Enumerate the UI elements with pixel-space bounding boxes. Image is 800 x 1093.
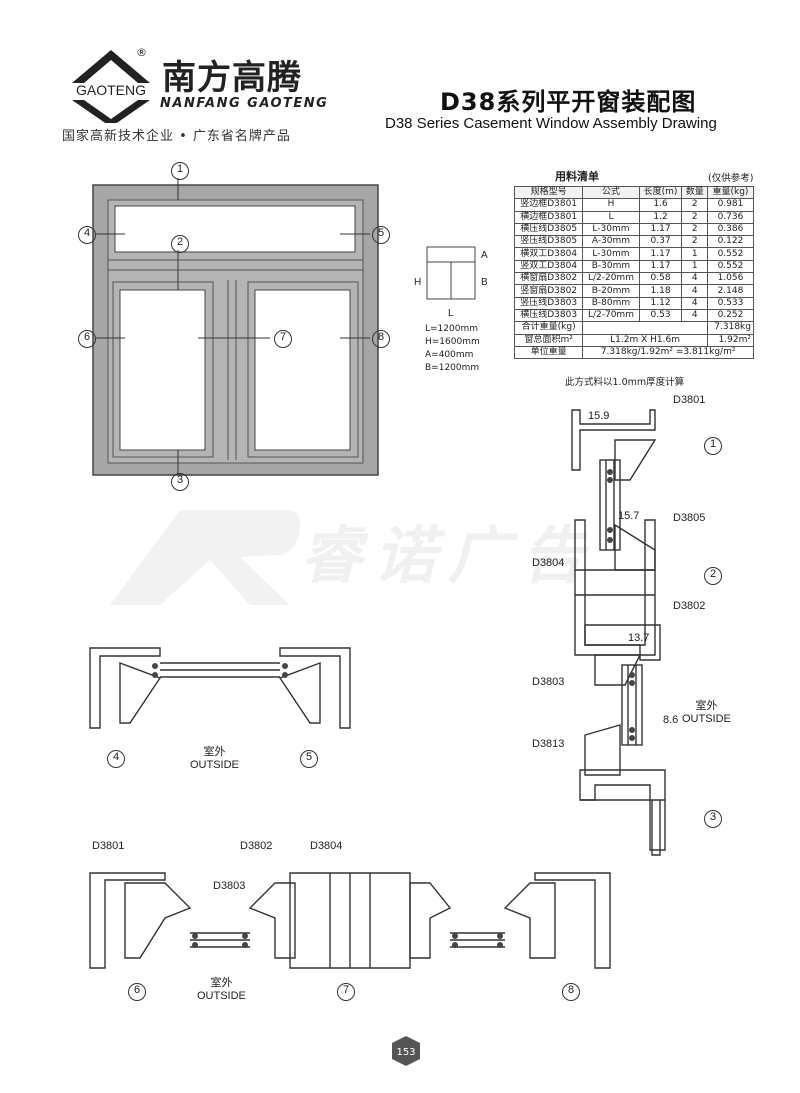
materials-title: 用料清单 (555, 170, 599, 183)
marker-8: 8 (372, 330, 390, 348)
section-marker-5: 5 (300, 750, 318, 768)
section-marker-7: 7 (337, 983, 355, 1001)
marker-2: 2 (171, 235, 189, 253)
section-marker-3: 3 (704, 810, 722, 828)
watermark-logo (110, 510, 301, 605)
brand-tagline: 国家高新技术企业 • 广东省名牌产品 (62, 129, 291, 144)
page-title-cn: D38系列平开窗装配图 (440, 88, 697, 116)
brand-name-cn: 南方高腾 (162, 58, 302, 98)
label-d3801-h: D3801 (92, 840, 125, 852)
marker-4: 4 (78, 226, 96, 244)
label-d3803-h: D3803 (213, 880, 246, 892)
marker-3: 3 (171, 473, 189, 491)
dim-8-6: 8.6 (663, 714, 679, 726)
schematic-dimensions: L=1200mm H=1600mm A=400mm B=1200mm (425, 324, 480, 373)
dim-13-7: 13.7 (628, 632, 650, 644)
dim-15-9: 15.9 (588, 410, 610, 422)
brand-name-en: NANFANG GAOTENG (160, 96, 329, 111)
schematic-L: L (448, 308, 454, 319)
dim-15-7: 15.7 (618, 510, 640, 522)
watermark: 睿诺广告 (300, 519, 597, 592)
schematic-A: A (481, 250, 488, 261)
label-d3804-h: D3804 (310, 840, 343, 852)
logo-text: GAOTENG (76, 82, 146, 98)
table-total-row: 合计重量(kg)7.318kg (513, 321, 755, 335)
page-number-badge: 153 (392, 1036, 420, 1066)
section-marker-2: 2 (704, 567, 722, 585)
registered-mark: ® (136, 46, 147, 59)
label-d3801-v: D3801 (673, 394, 706, 406)
materials-note: (仅供参考) (708, 173, 754, 184)
window-schematic (426, 246, 476, 300)
brand-logo: GAOTENG (72, 50, 150, 123)
label-d3802-v: D3802 (673, 600, 706, 612)
marker-7: 7 (274, 330, 292, 348)
label-d3804-v: D3804 (532, 557, 565, 569)
marker-1: 1 (171, 162, 189, 180)
label-d3805: D3805 (673, 512, 706, 524)
page-number: 153 (396, 1047, 415, 1058)
window-elevation (92, 178, 379, 476)
page-title-en: D38 Series Casement Window Assembly Draw… (385, 115, 717, 132)
marker-6: 6 (78, 330, 96, 348)
label-d3802-h: D3802 (240, 840, 273, 852)
schematic-H: H (414, 277, 422, 288)
label-d3813: D3813 (532, 738, 565, 750)
marker-5: 5 (372, 226, 390, 244)
vertical-section-drawing (571, 409, 666, 856)
schematic-B: B (481, 277, 488, 288)
section-marker-6: 6 (128, 983, 146, 1001)
section-6-7-8-drawing (89, 872, 611, 969)
section-4-5-drawing (89, 647, 351, 729)
label-d3803-v: D3803 (532, 676, 565, 688)
section-marker-1: 1 (704, 437, 722, 455)
table-header-row: 规格型号公式 长度(m)数量 重量(kg) (513, 185, 755, 200)
section-marker-4: 4 (107, 750, 125, 768)
materials-footnote: 此方式料以1.0mm厚度计算 (565, 377, 685, 388)
section-marker-8: 8 (562, 983, 580, 1001)
